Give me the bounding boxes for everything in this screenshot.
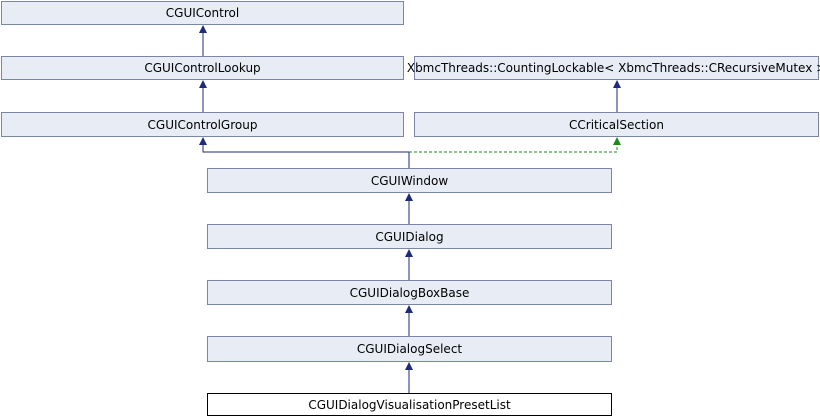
node-ccriticalsection[interactable]: CCriticalSection [414, 112, 819, 137]
node-cguiwindow[interactable]: CGUIWindow [207, 168, 612, 193]
node-cguidialogselect[interactable]: CGUIDialogSelect [207, 336, 612, 362]
node-cguidialogvisualisationpresetlist: CGUIDialogVisualisationPresetList [207, 393, 612, 416]
edge-window-criticalsection [409, 137, 621, 153]
node-cguicontrollookup[interactable]: CGUIControlLookup [1, 56, 404, 80]
node-cguidialog[interactable]: CGUIDialog [207, 224, 612, 249]
edge-window-controlgroup [199, 137, 410, 168]
node-counting-lockable[interactable]: XbmcThreads::CountingLockable< XbmcThrea… [407, 56, 820, 80]
node-cguidialogboxbase[interactable]: CGUIDialogBoxBase [207, 280, 612, 305]
node-cguicontrolgroup[interactable]: CGUIControlGroup [1, 112, 404, 137]
node-cguicontrol[interactable]: CGUIControl [1, 1, 404, 25]
